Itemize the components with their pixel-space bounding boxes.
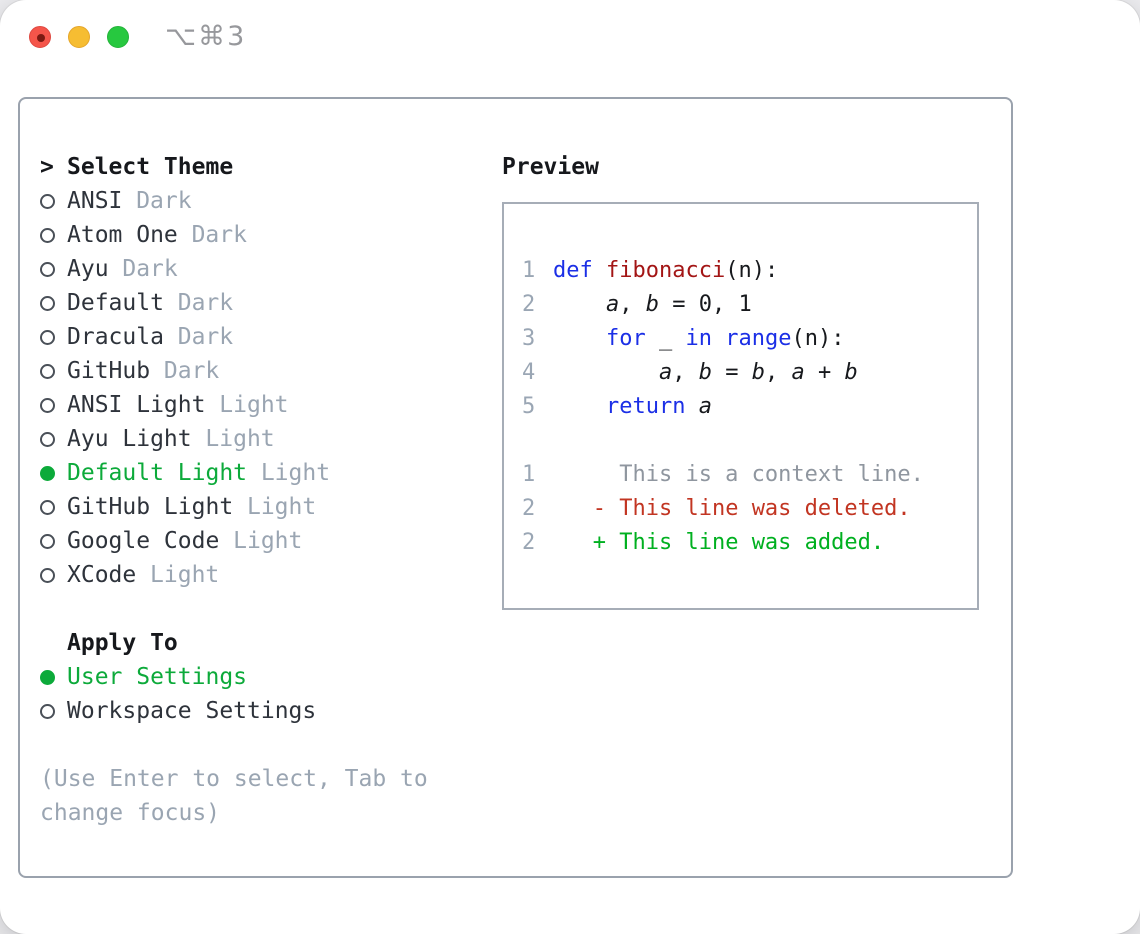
minimize-button-icon[interactable] [68, 26, 90, 48]
option-label: Workspace Settings [67, 698, 317, 724]
code-line: 3 for _ in range(n): [522, 321, 977, 355]
option-label: Atom One [67, 222, 178, 248]
code-text: return a [605, 393, 712, 419]
theme-option[interactable]: Ayu Light Light [40, 422, 490, 456]
option-variant-tag: Light [150, 562, 220, 588]
theme-option[interactable]: Google Code Light [40, 524, 490, 558]
code-line: 4 a, b = b, a + b [522, 355, 977, 389]
code-text: a, b = b, a + b [658, 359, 858, 385]
select-theme-title: Select Theme [67, 154, 234, 180]
radio-unselected-icon [40, 397, 55, 413]
line-number: 3 [522, 325, 536, 351]
radio-unselected-icon [40, 193, 55, 209]
theme-option[interactable]: Default Light Light [40, 456, 490, 490]
radio-unselected-icon [40, 295, 55, 311]
code-line: 1 def fibonacci(n): [522, 253, 977, 287]
diff-preview: 1 This is a context line.2 - This line w… [522, 457, 977, 559]
line-number: 2 [522, 291, 536, 317]
radio-unselected-icon [40, 533, 55, 549]
code-line: 5 return a [522, 389, 977, 423]
radio-selected-icon [40, 465, 55, 481]
option-label: Google Code [67, 528, 220, 554]
option-label: User Settings [67, 664, 248, 690]
theme-option[interactable]: Ayu Dark [40, 252, 490, 286]
option-variant-tag: Dark [191, 222, 247, 248]
code-text: - This line was deleted. [592, 495, 911, 521]
theme-option[interactable]: Default Dark [40, 286, 490, 320]
code-line: 2 a, b = 0, 1 [522, 287, 977, 321]
code-line: 2 - This line was deleted. [522, 491, 977, 525]
radio-unselected-icon [40, 329, 55, 345]
keyboard-hint: (Use Enter to select, Tab to change focu… [40, 766, 428, 826]
option-label: XCode [67, 562, 137, 588]
option-variant-tag: Light [205, 426, 275, 452]
apply-to-option[interactable]: Workspace Settings [40, 694, 490, 728]
radio-selected-icon [40, 669, 55, 685]
radio-unselected-icon [40, 431, 55, 447]
zoom-button-icon[interactable] [107, 26, 129, 48]
code-line: 2 + This line was added. [522, 525, 977, 559]
line-number: 2 [522, 529, 536, 555]
theme-option[interactable]: Dracula Dark [40, 320, 490, 354]
option-label: GitHub [67, 358, 151, 384]
option-variant-tag: Light [219, 392, 289, 418]
option-label: GitHub Light [67, 494, 234, 520]
line-number: 1 [522, 257, 536, 283]
theme-option[interactable]: XCode Light [40, 558, 490, 592]
option-variant-tag: Light [260, 460, 331, 486]
theme-option[interactable]: ANSI Dark [40, 184, 490, 218]
option-label: Ayu Light [67, 426, 192, 452]
close-button-icon[interactable] [29, 26, 51, 48]
radio-unselected-icon [40, 227, 55, 243]
apply-to-header-row: Apply To [40, 626, 490, 660]
code-line: 1 This is a context line. [522, 457, 977, 491]
radio-unselected-icon [40, 261, 55, 277]
preview-title: Preview [502, 154, 599, 180]
select-theme-header-row: > Select Theme [40, 150, 490, 184]
option-label: ANSI Light [67, 392, 206, 418]
theme-option[interactable]: Atom One Dark [40, 218, 490, 252]
radio-unselected-icon [40, 499, 55, 515]
prompt-caret-icon: > [40, 154, 54, 180]
theme-option[interactable]: ANSI Light Light [40, 388, 490, 422]
option-variant-tag: Dark [163, 358, 220, 384]
apply-to-title: Apply To [67, 630, 178, 656]
window-title: ⌥⌘3 [165, 21, 247, 52]
code-text: for _ in range(n): [605, 325, 845, 351]
option-label: ANSI [67, 188, 123, 214]
option-variant-tag: Dark [177, 290, 234, 316]
apply-to-option[interactable]: User Settings [40, 660, 490, 694]
option-label: Default [67, 290, 164, 316]
line-number: 2 [522, 495, 536, 521]
code-text: This is a context line. [553, 461, 924, 487]
radio-unselected-icon [40, 703, 55, 719]
theme-option[interactable]: GitHub Dark [40, 354, 490, 388]
theme-option[interactable]: GitHub Light Light [40, 490, 490, 524]
code-text: a, b = 0, 1 [605, 291, 752, 317]
option-variant-tag: Dark [122, 256, 178, 282]
radio-unselected-icon [40, 363, 55, 379]
radio-unselected-icon [40, 567, 55, 583]
option-label: Default Light [67, 460, 248, 486]
option-variant-tag: Dark [136, 188, 192, 214]
code-text: + This line was added. [592, 529, 885, 555]
line-number: 5 [522, 393, 536, 419]
titlebar: ⌥⌘3 [0, 0, 1140, 74]
option-label: Dracula [67, 324, 164, 350]
option-variant-tag: Light [246, 494, 317, 520]
option-variant-tag: Dark [177, 324, 234, 350]
option-label: Ayu [67, 256, 109, 282]
line-number: 1 [522, 461, 536, 487]
line-number: 4 [522, 359, 536, 385]
option-variant-tag: Light [233, 528, 303, 554]
code-text: def fibonacci(n): [553, 257, 779, 283]
